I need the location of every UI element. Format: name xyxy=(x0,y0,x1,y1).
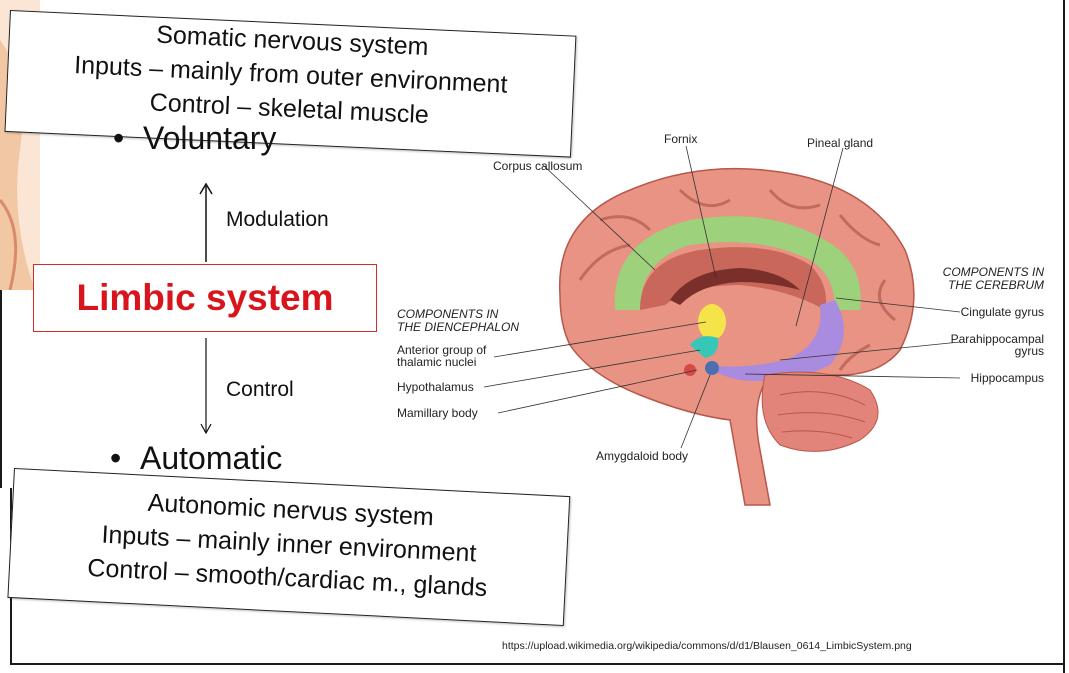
image-source-url: https://upload.wikimedia.org/wikipedia/c… xyxy=(502,640,912,652)
cingulate-gyrus-label: Cingulate gyrus xyxy=(961,306,1044,319)
fornix-label: Fornix xyxy=(664,133,697,146)
amygdaloid-body-label: Amygdaloid body xyxy=(596,450,688,463)
cerebrum-heading-line2: THE CEREBRUM xyxy=(948,279,1044,292)
hypothalamus-label: Hypothalamus xyxy=(397,381,474,394)
mamillary-body-label: Mamillary body xyxy=(397,407,478,420)
corpus-callosum-label: Corpus callosum xyxy=(493,160,582,173)
diencephalon-heading-line2: THE DIENCEPHALON xyxy=(397,321,519,334)
anterior-group-label-line2: thalamic nuclei xyxy=(397,356,476,369)
pineal-gland-label: Pineal gland xyxy=(807,137,873,150)
hippocampus-label: Hippocampus xyxy=(971,372,1044,385)
parahippocampal-label-line2: gyrus xyxy=(1015,345,1044,358)
